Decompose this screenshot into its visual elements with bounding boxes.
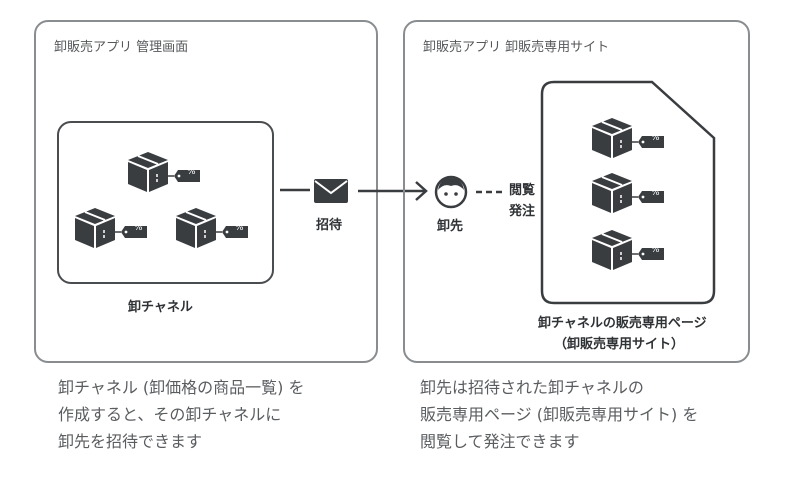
product-box-icon [591,172,665,214]
admin-panel-title: 卸販売アプリ 管理画面 [54,40,189,55]
price-tag-text: % [651,245,660,255]
left-caption-line: 卸先を招待できます [58,432,203,451]
wholesale-channel-box [57,121,274,284]
wholesale-site-panel [403,20,750,363]
envelope-icon [314,179,348,203]
product-box-icon [591,229,665,271]
price-tag-text: % [651,188,660,198]
browse-label: 閲覧 [509,183,536,198]
order-connector [476,190,502,194]
wholesale-site-panel-title: 卸販売アプリ 卸販売専用サイト [423,40,610,55]
customer-face-icon [434,175,468,209]
right-caption: 卸先は招待された卸チャネルの 販売専用ページ (卸販売専用サイト) を 閲覧して… [420,374,698,455]
invite-arrow [358,181,428,201]
product-box-icon [591,117,665,159]
price-tag-text: % [651,133,660,143]
invite-label: 招待 [316,218,343,233]
price-tag-text: % [187,167,196,177]
product-box-icon [74,207,148,249]
right-caption-line: 販売専用ページ (卸販売専用サイト) を [420,405,699,424]
sales-page-sublabel: （卸販売専用サイト） [554,337,685,352]
product-box-icon [127,151,201,193]
order-label: 発注 [509,204,536,219]
left-caption-line: 卸チャネル (卸価格の商品一覧) を [58,378,305,397]
product-box-icon [175,207,249,249]
left-caption: 卸チャネル (卸価格の商品一覧) を 作成すると、その卸チャネルに 卸先を招待で… [58,374,305,455]
right-caption-line: 閲覧して発注できます [420,432,580,451]
right-caption-line: 卸先は招待された卸チャネルの [420,378,644,397]
invite-connector [280,188,310,192]
left-caption-line: 作成すると、その卸チャネルに [58,405,282,424]
price-tag-text: % [235,223,244,233]
channel-label: 卸チャネル [128,300,193,315]
price-tag-text: % [134,223,143,233]
customer-label: 卸先 [437,219,464,234]
sales-page-label: 卸チャネルの販売専用ページ [538,316,707,331]
